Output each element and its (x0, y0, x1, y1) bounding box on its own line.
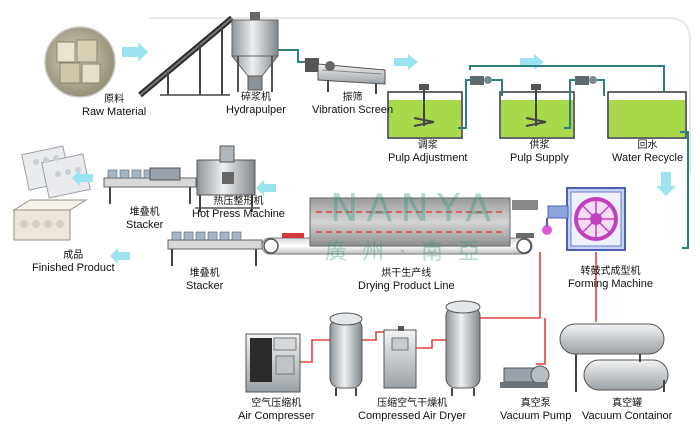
label-vibration-screen: 振筛 Vibration Screen (312, 92, 394, 116)
egg-box-products (12, 199, 88, 241)
flow-arrow-icon (110, 248, 130, 264)
label-vacuum-pump: 真空泵 Vacuum Pump (500, 398, 572, 422)
flow-arrow-icon (656, 172, 676, 196)
water-recycle-tank (607, 91, 687, 139)
watermark-latin: NANYA (330, 186, 500, 230)
label-finished-product: 成品 Finished Product (32, 250, 115, 274)
forming-machine (542, 187, 626, 251)
label-water-recycle: 回水 Water Recycle (612, 140, 684, 164)
flow-arrow-icon (72, 170, 93, 186)
raw-material-image (44, 26, 116, 98)
drying-line (261, 197, 538, 255)
label-forming-machine: 转鼓式成型机 Forming Machine (568, 266, 653, 290)
flow-arrow-icon (394, 54, 418, 70)
hydrapulper-machine (230, 12, 280, 92)
label-air-compressor: 空气压缩机 Air Compresser (238, 398, 315, 422)
label-drying-line: 烘干生产线 Drying Product Line (358, 268, 455, 292)
upper-stacker-machine (103, 167, 197, 204)
flow-arrow-icon (256, 180, 276, 196)
label-stacker-upper: 堆叠机 Stacker (126, 207, 164, 231)
watermark-chinese: 廣 州 · 南 亞 (325, 240, 484, 265)
lower-stacker-machine (167, 231, 263, 266)
air-compressor-machine (245, 333, 301, 393)
flow-arrow-icon (122, 42, 148, 62)
vacuum-container-tanks (559, 323, 669, 392)
transfer-pumps (470, 76, 597, 85)
label-air-dryer: 压缩空气干燥机 Compressed Air Dryer (358, 398, 467, 422)
vibration-screen-machine (305, 58, 386, 94)
label-raw-material: 原料 Raw Material (82, 94, 147, 118)
incline-conveyor (138, 15, 234, 98)
label-vacuum-container: 真空罐 Vacuum Containor (582, 398, 673, 422)
vacuum-pump-machine (500, 365, 550, 388)
label-pulp-supply: 供浆 Pulp Supply (510, 140, 569, 164)
egg-tray-products (21, 145, 91, 199)
pulp-adjustment-tank (387, 84, 463, 139)
hot-press-machine (195, 145, 260, 212)
process-loop-outline (150, 17, 691, 172)
air-lines (300, 252, 597, 365)
compressed-air-tank-right (445, 300, 481, 396)
tank-pipes (458, 65, 689, 249)
label-pulp-adjustment: 调浆 Pulp Adjustment (388, 140, 468, 164)
air-dryer-machine (383, 326, 417, 389)
label-hydrapulper: 碎浆机 Hydrapulper (226, 92, 286, 116)
flow-arrow-icon (520, 54, 544, 70)
label-hot-press: 热压整形机 Hot Press Machine (192, 196, 285, 220)
label-stacker-lower: 堆叠机 Stacker (186, 268, 224, 292)
pulp-supply-tank (499, 84, 575, 139)
compressed-air-tank-left (329, 312, 363, 396)
